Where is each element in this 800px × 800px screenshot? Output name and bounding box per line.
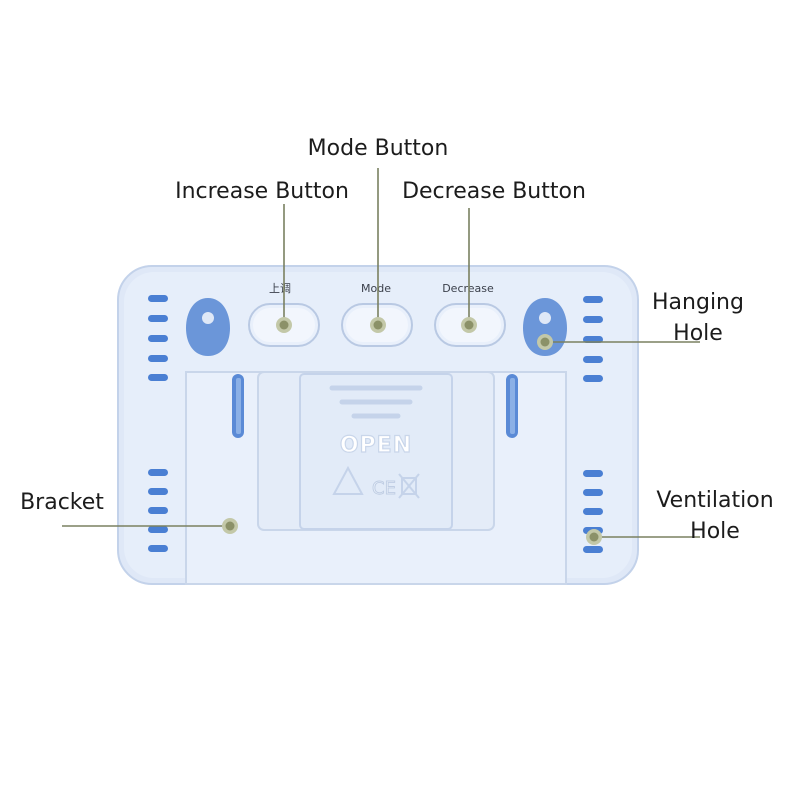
callout-hanging-hole-line2: Hole [673, 321, 723, 346]
callout-hanging-hole-line1: Hanging [652, 290, 744, 315]
callout-ventilation-hole-line2: Hole [690, 519, 740, 544]
recycle-bin-icon [398, 473, 420, 499]
ventilation-slots-top-left [148, 295, 168, 381]
battery-cover-open-text: OPEN [340, 433, 412, 458]
ventilation-slots-bottom-left [148, 469, 168, 552]
warning-triangle-icon [332, 465, 364, 495]
battery-cover: OPEN CE [299, 373, 453, 530]
callout-ventilation-hole-line1: Ventilation [656, 488, 773, 513]
leader-lines [62, 168, 700, 538]
increase-engraved-label: 上调 [269, 282, 291, 295]
mode-engraved-label: Mode [361, 282, 391, 295]
ventilation-slots-bottom-right [583, 470, 603, 553]
callout-increase-button: Increase Button [175, 179, 349, 204]
callout-bracket: Bracket [20, 490, 104, 515]
callout-decrease-button: Decrease Button [402, 179, 586, 204]
marker-dots [222, 317, 602, 545]
decrease-engraved-label: Decrease [442, 282, 494, 295]
certification-marks: CE [372, 478, 396, 499]
hanging-hole-left [186, 298, 230, 356]
callout-mode-button: Mode Button [308, 136, 449, 161]
